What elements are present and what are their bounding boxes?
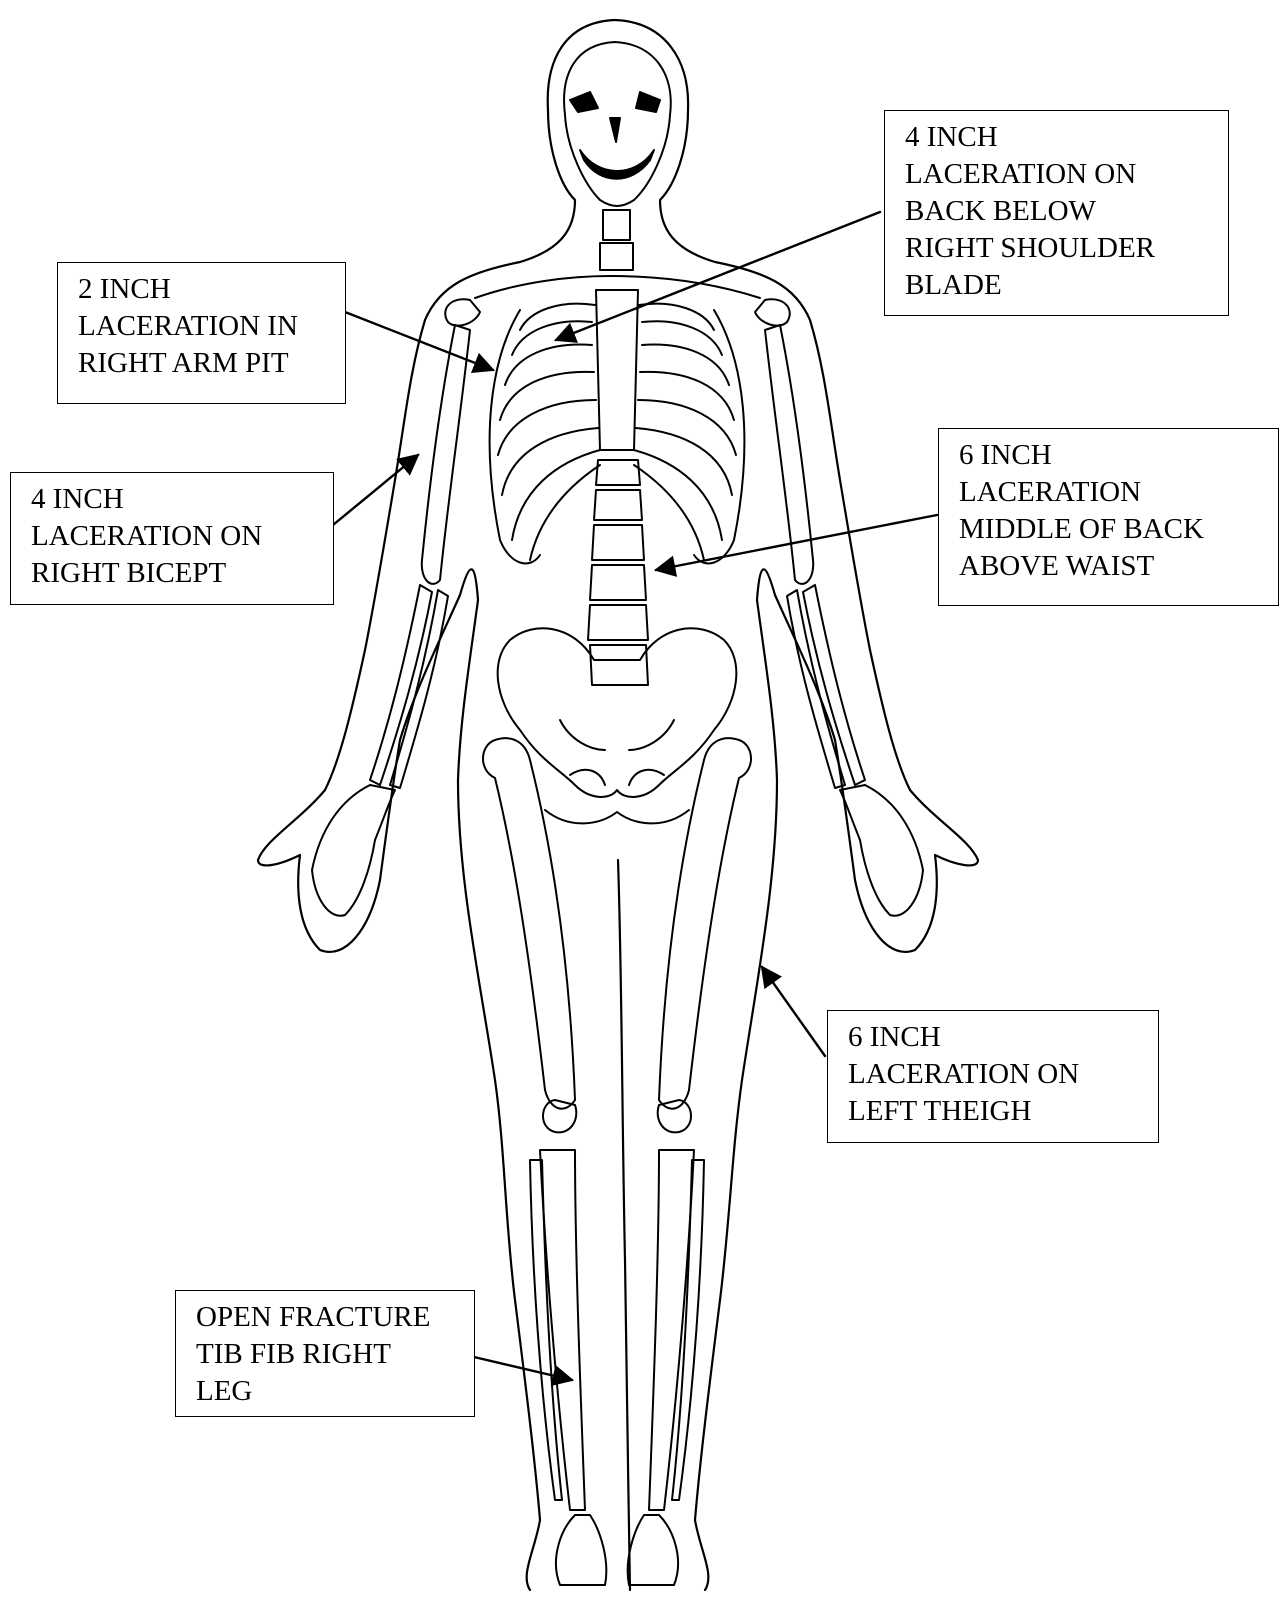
label-line: BLADE: [905, 267, 1216, 304]
label-line: 4 INCH: [905, 119, 1216, 156]
pelvis: [498, 628, 737, 823]
label-middle-back: 6 INCH LACERATION MIDDLE OF BACK ABOVE W…: [938, 428, 1279, 606]
arms: [312, 325, 923, 916]
label-line: 2 INCH: [78, 271, 333, 308]
arrow-thigh: [762, 967, 825, 1056]
shoulder-girdle: [445, 276, 790, 326]
label-line: LACERATION IN: [78, 308, 333, 345]
label-line: RIGHT ARM PIT: [78, 345, 333, 382]
label-line: LACERATION ON: [905, 156, 1216, 193]
legs: [483, 738, 751, 1585]
rib-cage: [490, 290, 745, 563]
label-bicep: 4 INCH LACERATION ON RIGHT BICEPT: [10, 472, 334, 605]
label-line: 4 INCH: [31, 481, 321, 518]
label-armpit: 2 INCH LACERATION IN RIGHT ARM PIT: [57, 262, 346, 404]
label-tibfib: OPEN FRACTURE TIB FIB RIGHT LEG: [175, 1290, 475, 1417]
label-line: MIDDLE OF BACK: [959, 511, 1266, 548]
label-line: BACK BELOW: [905, 193, 1216, 230]
label-shoulder-blade: 4 INCH LACERATION ON BACK BELOW RIGHT SH…: [884, 110, 1229, 316]
label-line: TIB FIB RIGHT: [196, 1336, 462, 1373]
spine: [588, 210, 648, 685]
skull: [564, 42, 671, 206]
label-line: ABOVE WAIST: [959, 548, 1266, 585]
label-line: LEFT THEIGH: [848, 1093, 1146, 1130]
label-line: 6 INCH: [959, 437, 1266, 474]
label-line: LACERATION: [959, 474, 1266, 511]
label-line: LACERATION ON: [31, 518, 321, 555]
label-line: 6 INCH: [848, 1019, 1146, 1056]
label-line: OPEN FRACTURE: [196, 1299, 462, 1336]
arrow-armpit: [345, 312, 493, 370]
arrow-bicep: [333, 455, 418, 525]
label-line: RIGHT BICEPT: [31, 555, 321, 592]
label-line: LACERATION ON: [848, 1056, 1146, 1093]
label-line: LEG: [196, 1373, 462, 1410]
label-line: RIGHT SHOULDER: [905, 230, 1216, 267]
label-thigh: 6 INCH LACERATION ON LEFT THEIGH: [827, 1010, 1159, 1143]
